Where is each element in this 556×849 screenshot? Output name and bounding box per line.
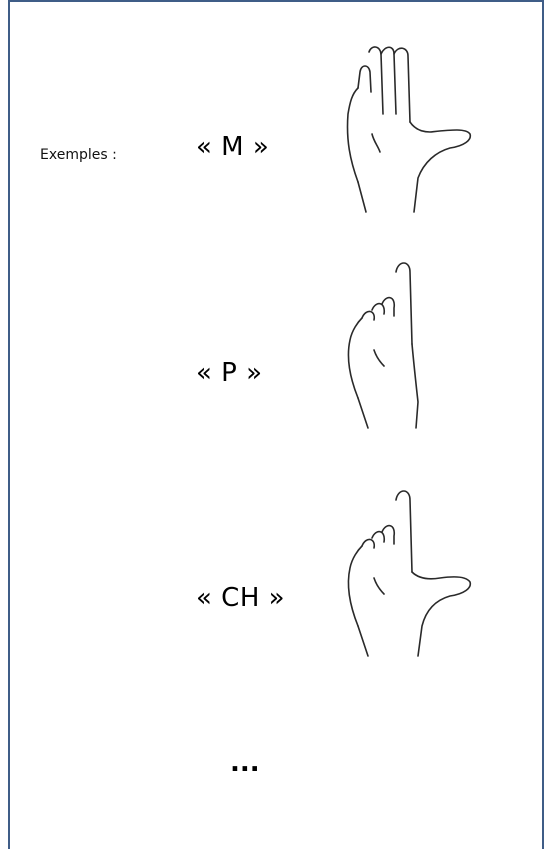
- letter-ch: « CH »: [196, 583, 286, 613]
- hand-ch-sign-icon: [338, 486, 488, 658]
- page-frame: [8, 0, 544, 849]
- examples-label: Exemples :: [40, 147, 117, 163]
- letter-p: « P »: [196, 358, 263, 388]
- letter-m: « M »: [196, 132, 270, 162]
- hand-p-sign-icon: [338, 258, 488, 430]
- hand-m-sign-icon: [338, 42, 488, 214]
- continuation-ellipsis: ...: [230, 748, 260, 778]
